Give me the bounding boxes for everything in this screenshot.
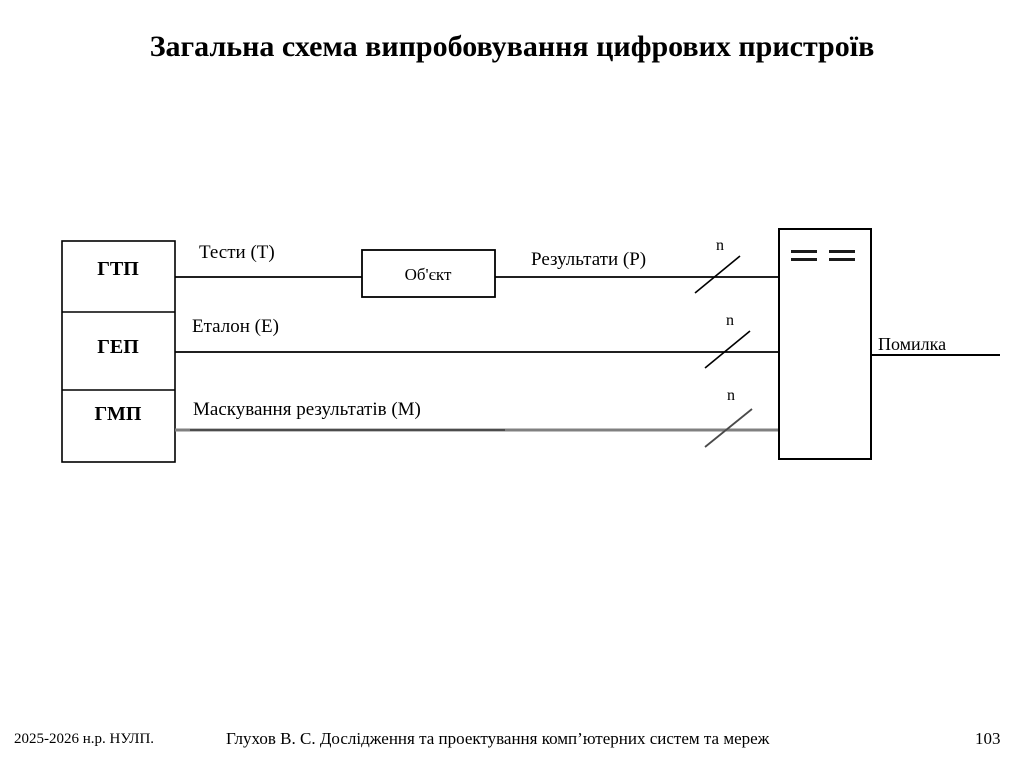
bus-slash-3 <box>704 408 753 448</box>
footer-page-number: 103 <box>975 729 1001 748</box>
object-box <box>361 249 496 298</box>
diagram-svg: ГТП ГЕП ГМП Тести (Т) Об'єкт Результати … <box>61 228 1000 463</box>
output-label-error: Помилка <box>878 334 946 354</box>
footer-course-title: Глухов В. С. Дослідження та проектування… <box>226 729 770 748</box>
signal-label-mask: Маскування результатів (М) <box>193 399 421 420</box>
generator-box-label-gep: ГЕП <box>97 336 139 358</box>
footer-academic-year: 2025-2026 н.р. НУЛП. <box>14 731 155 747</box>
bus-width-label-2: n <box>726 312 734 329</box>
generator-box-label-gmp: ГМП <box>95 403 142 425</box>
object-box-label: Об'єкт <box>405 265 452 284</box>
slide-footer: 2025-2026 н.р. НУЛП. Глухов В. С. Дослід… <box>0 726 1024 760</box>
bus-slash-2 <box>704 330 751 369</box>
signal-label-etalon: Еталон (Е) <box>192 316 279 337</box>
bus-slash-1 <box>694 255 741 294</box>
page-title: Загальна схема випробовування цифрових п… <box>149 30 875 63</box>
bus-width-label-1: n <box>716 237 724 254</box>
bus-width-label-3: n <box>727 387 735 404</box>
comparator-equals-icon <box>791 250 855 261</box>
block-diagram: ГТП ГЕП ГМП Тести (Т) Об'єкт Результати … <box>61 228 1000 463</box>
signal-label-tests: Тести (Т) <box>199 242 275 263</box>
signal-label-results: Результати (Р) <box>531 249 646 270</box>
generator-box-label-gtp: ГТП <box>97 258 139 280</box>
generator-stack-frame <box>61 240 176 463</box>
comparator-box <box>778 228 872 460</box>
